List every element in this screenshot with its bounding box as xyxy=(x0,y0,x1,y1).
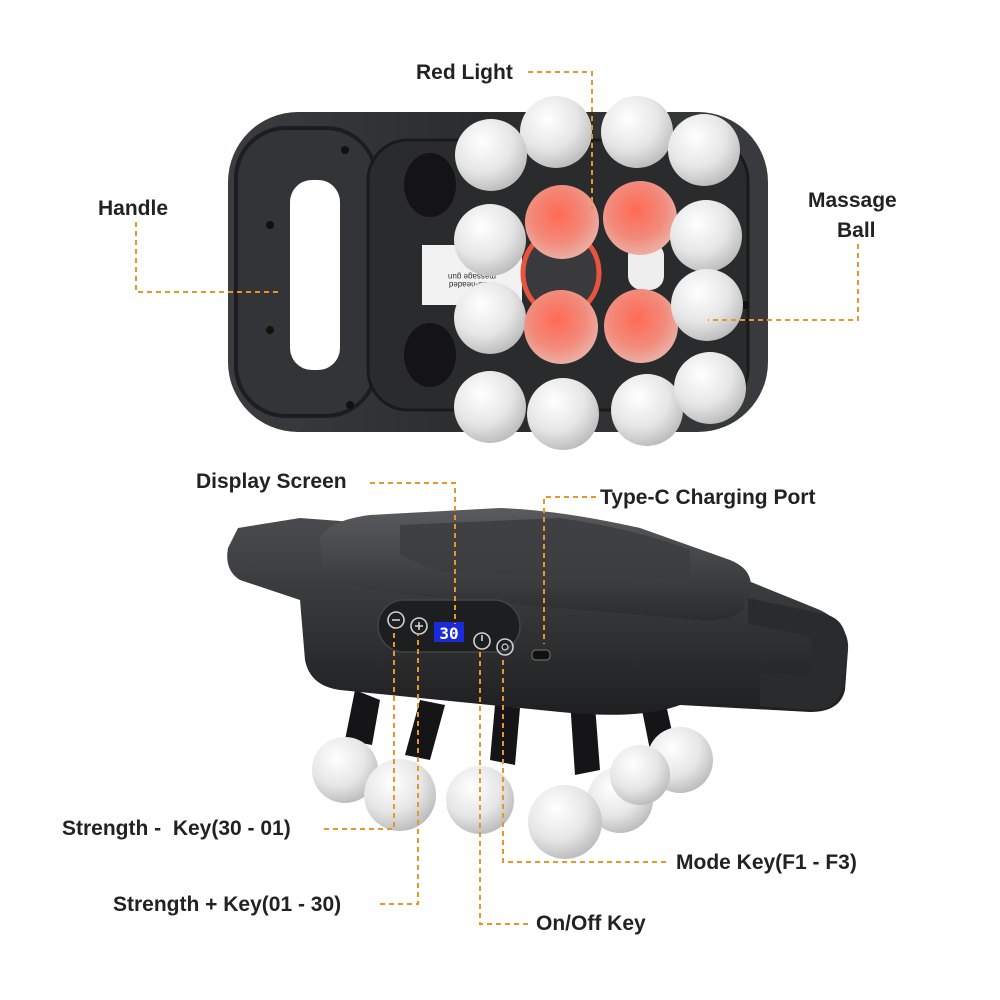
leader-onoff xyxy=(479,650,528,925)
mode-key[interactable] xyxy=(496,638,514,656)
screw-hole xyxy=(741,301,749,309)
massage-ball xyxy=(455,119,527,191)
label-mode-key: Mode Key(F1 - F3) xyxy=(676,851,857,874)
device-back-view: massage gun Multi-headed xyxy=(228,96,768,450)
product-label-line1: massage gun xyxy=(448,272,496,281)
handle-opening xyxy=(290,180,340,370)
massage-ball xyxy=(312,737,378,803)
label-charging-port: Type-C Charging Port xyxy=(600,486,816,509)
screw-hole xyxy=(266,326,274,334)
display-value: 30 xyxy=(439,624,458,643)
massage-ball xyxy=(454,282,526,354)
type-c-charging-port xyxy=(531,649,551,661)
massage-ball xyxy=(601,96,673,168)
screw-hole xyxy=(266,221,274,229)
massage-ball-red xyxy=(604,289,678,363)
strength-minus-key[interactable] xyxy=(387,611,405,629)
massage-ball xyxy=(611,374,683,446)
onoff-key[interactable] xyxy=(473,632,491,650)
massage-ball xyxy=(528,785,602,859)
label-display-screen: Display Screen xyxy=(196,470,347,493)
massage-ball-red xyxy=(603,181,677,255)
massage-ball xyxy=(610,745,670,805)
massage-ball xyxy=(670,200,742,272)
leader-massage-ball xyxy=(708,244,859,321)
screw-hole xyxy=(341,146,349,154)
motor-head xyxy=(404,323,456,387)
massage-ball xyxy=(674,352,746,424)
massage-ball-grid xyxy=(454,96,746,450)
leader-red-light xyxy=(528,71,593,210)
label-strength-plus: Strength + Key(01 - 30) xyxy=(113,893,342,916)
screw-hole xyxy=(346,401,354,409)
massage-head-cluster xyxy=(312,690,713,859)
massage-ball xyxy=(364,759,436,831)
display-screen xyxy=(434,622,464,642)
label-handle: Handle xyxy=(98,197,169,220)
leader-lines xyxy=(135,71,859,925)
mode-icon xyxy=(496,638,514,656)
massage-ball xyxy=(454,204,526,276)
label-onoff-key: On/Off Key xyxy=(536,912,646,935)
motor-head xyxy=(404,153,456,217)
front-handle xyxy=(748,598,847,710)
massage-ball xyxy=(454,371,526,443)
label-massage-ball-line1: Massage xyxy=(808,189,897,212)
massage-ball xyxy=(671,269,743,341)
minus-icon xyxy=(387,611,405,629)
massage-ball-red xyxy=(525,185,599,259)
leader-display-screen xyxy=(370,482,456,624)
massage-ball-red xyxy=(524,290,598,364)
massage-ball xyxy=(527,378,599,450)
label-strength-minus: Strength - Key(30 - 01) xyxy=(62,817,291,840)
massage-ball xyxy=(668,114,740,186)
massage-ball xyxy=(520,96,592,168)
top-textured-panel xyxy=(400,518,690,585)
product-label-line2: Multi-headed xyxy=(449,280,495,289)
device-front-view: 30 xyxy=(227,508,849,859)
label-massage-ball-line2: Ball xyxy=(837,219,876,242)
label-red-light: Red Light xyxy=(416,61,513,84)
leader-mode xyxy=(502,656,666,863)
leader-strength-plus xyxy=(380,634,419,905)
power-icon xyxy=(473,632,491,650)
